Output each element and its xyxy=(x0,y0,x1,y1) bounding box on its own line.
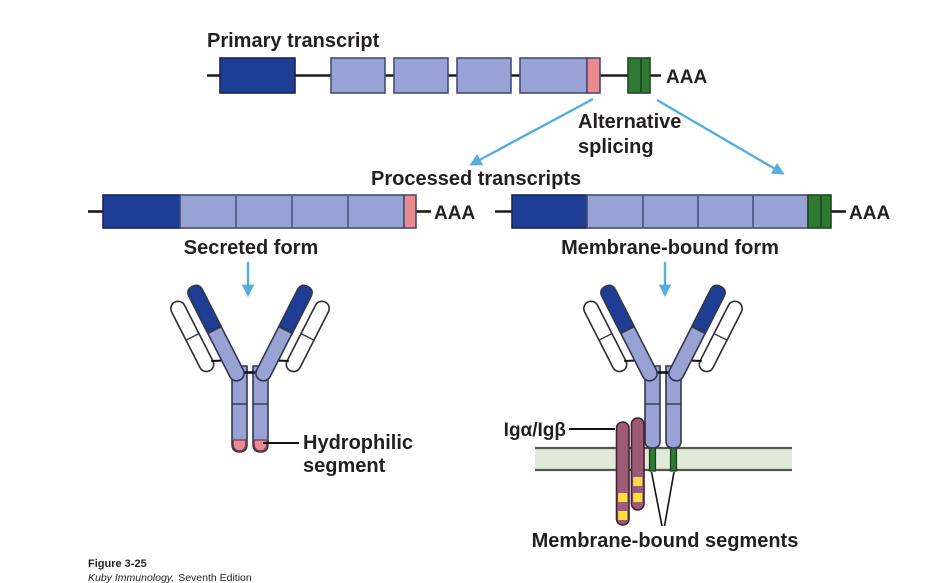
poly-a-tail-top: AAA xyxy=(666,67,707,88)
membrane-transcript-diagram: AAA Membrane-bound form xyxy=(495,194,890,259)
exon-constant-2 xyxy=(393,57,449,94)
hydrophilic-tail xyxy=(232,439,247,452)
figure-source-book: Kuby Immunology, xyxy=(88,572,174,583)
figure-source: Kuby Immunology, Seventh Edition xyxy=(88,572,252,583)
membrane-bound-segments-label: Membrane-bound segments xyxy=(532,530,799,552)
antibody-arm-left xyxy=(577,282,661,395)
exon-constant-4 xyxy=(519,57,588,94)
primary-transcript-label: Primary transcript xyxy=(207,30,380,52)
hydrophilic-segment-label-line1: Hydrophilic xyxy=(303,432,413,454)
secreted-transcript-diagram: AAA Secreted form xyxy=(88,194,475,259)
itam-motif xyxy=(633,477,643,486)
exon-leader-variable xyxy=(102,194,181,229)
exon-membrane-segments xyxy=(807,194,832,229)
exon-leader-variable xyxy=(219,57,296,94)
membrane-bound-form-label: Membrane-bound form xyxy=(561,237,779,259)
membrane-band xyxy=(535,448,792,470)
poly-a-tail-right: AAA xyxy=(849,203,890,224)
plasma-membrane xyxy=(535,446,792,472)
figure-number: Figure 3-25 xyxy=(88,558,147,570)
splice-arrow-left-icon xyxy=(469,97,594,166)
itam-motif xyxy=(618,511,628,520)
primary-transcript-diagram: Primary transcript AAA xyxy=(207,30,707,94)
alternative-splicing-label-line2: splicing xyxy=(578,136,654,158)
segment-pointer-line xyxy=(663,471,675,527)
membrane-antibody-diagram: Igα/Igβ Membrane-bound segments xyxy=(504,282,799,552)
hydrophilic-tail xyxy=(253,439,268,452)
segment-pointer-line xyxy=(650,471,663,527)
heavy-chain-stem xyxy=(231,365,248,453)
splice-arrow-right-icon xyxy=(656,98,785,175)
alternative-splicing-label-line1: Alternative xyxy=(578,111,681,133)
antibody-arm-right xyxy=(252,282,336,395)
itam-motif xyxy=(633,493,643,502)
figure-caption: Figure 3-25 Kuby Immunology, Seventh Edit… xyxy=(88,558,252,583)
exon-leader-variable xyxy=(511,194,588,229)
hydrophilic-segment-label-line2: segment xyxy=(303,455,386,477)
heavy-chain-stem xyxy=(644,365,661,449)
exon-membrane-segments xyxy=(627,57,651,94)
processed-transcripts-label: Processed transcripts xyxy=(371,168,581,190)
heavy-chain-stem xyxy=(665,365,682,449)
alternative-splicing-callout: Alternative splicing xyxy=(469,97,785,175)
poly-a-tail-left: AAA xyxy=(434,203,475,224)
exon-hydrophilic-segment xyxy=(403,194,417,229)
exon-constant-3 xyxy=(456,57,512,94)
heavy-chain-stem xyxy=(252,365,269,453)
ig-alpha-beta-label: Igα/Igβ xyxy=(504,420,566,441)
figure-source-edition: Seventh Edition xyxy=(178,572,252,583)
itam-motif xyxy=(618,493,628,502)
antibody-arm-left xyxy=(164,282,248,395)
antibody-arm-right xyxy=(665,282,749,395)
ig-alpha-chain xyxy=(615,421,630,526)
secreted-antibody-diagram: Hydrophilic segment xyxy=(164,282,413,477)
secreted-form-label: Secreted form xyxy=(184,237,319,259)
exon-constant-1 xyxy=(330,57,386,94)
ig-beta-chain xyxy=(630,417,645,511)
exon-hydrophilic-segment xyxy=(586,57,601,94)
